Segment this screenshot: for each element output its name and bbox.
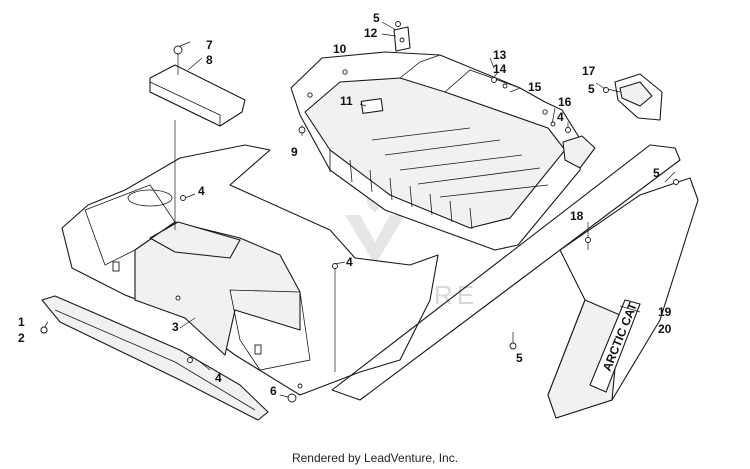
hardware xyxy=(40,21,679,403)
rear-panel-receptacle xyxy=(127,189,173,207)
rear-panel-screw xyxy=(175,295,181,301)
bumper-ridge xyxy=(54,309,256,411)
side-panel[interactable]: ARCTIC CAT xyxy=(547,177,699,419)
clip-14 xyxy=(502,83,508,89)
nut-5 xyxy=(673,179,679,185)
cargo-box-rib-5 xyxy=(439,184,549,198)
callout-4[interactable]: 4 xyxy=(198,184,205,198)
nut-5 xyxy=(509,342,517,350)
rear-body-panel[interactable] xyxy=(61,144,439,396)
rear-panel-screw xyxy=(297,383,303,389)
lid-edge xyxy=(149,81,221,127)
callout-7[interactable]: 7 xyxy=(206,38,213,52)
cargo-side-strip-body xyxy=(331,144,681,401)
cargo-box-corner-bracket xyxy=(562,135,596,169)
callout-17[interactable]: 17 xyxy=(582,64,596,78)
clip-13 xyxy=(491,77,497,83)
clip-18 xyxy=(585,237,591,243)
cargo-box-bolt-hole xyxy=(307,92,313,98)
callout-13[interactable]: 13 xyxy=(493,48,507,62)
cargo-box-front-wall xyxy=(399,54,521,93)
cargo-side-strip[interactable] xyxy=(331,144,681,401)
callout-9[interactable]: 9 xyxy=(291,145,298,159)
callout-19[interactable]: 19 xyxy=(658,305,672,319)
storage-lid[interactable] xyxy=(149,45,246,127)
callout-6[interactable]: 6 xyxy=(270,384,277,398)
bumper-body xyxy=(41,295,269,421)
callout-5[interactable]: 5 xyxy=(516,351,523,365)
cargo-box-label-decal xyxy=(360,98,384,114)
callout-2[interactable]: 2 xyxy=(18,331,25,345)
cargo-box-rib-1 xyxy=(371,127,471,141)
tail-light-lens xyxy=(619,81,653,107)
screw-4 xyxy=(180,195,186,201)
callout-12[interactable]: 12 xyxy=(364,26,378,40)
callout-4[interactable]: 4 xyxy=(557,110,564,124)
washer-6 xyxy=(287,393,297,403)
screw-4 xyxy=(332,263,338,269)
callout-4[interactable]: 4 xyxy=(346,255,353,269)
rear-panel-right-box xyxy=(229,289,311,371)
cargo-box-bracket[interactable] xyxy=(393,26,411,52)
rear-panel-latch xyxy=(254,344,262,355)
cargo-box-side-ribs xyxy=(329,150,473,230)
callout-14[interactable]: 14 xyxy=(493,62,507,76)
callout-5[interactable]: 5 xyxy=(653,166,660,180)
nut-5 xyxy=(395,21,401,27)
nut-9 xyxy=(298,126,306,134)
lid-fastener xyxy=(173,45,183,55)
callout-8[interactable]: 8 xyxy=(206,53,213,67)
cargo-box-rib-2 xyxy=(384,139,501,156)
callout-11[interactable]: 11 xyxy=(340,94,353,108)
rear-panel-left-box xyxy=(84,184,176,266)
cargo-box-bolt-hole xyxy=(542,109,548,115)
decal-strip xyxy=(589,299,641,393)
callout-5[interactable]: 5 xyxy=(588,82,595,96)
bracket-hole xyxy=(399,37,405,43)
screw-4 xyxy=(565,127,571,133)
callout-10[interactable]: 10 xyxy=(333,42,347,56)
fastener-2 xyxy=(40,326,48,334)
callout-18[interactable]: 18 xyxy=(570,209,584,223)
rear-panel-tray xyxy=(149,221,241,259)
callout-20[interactable]: 20 xyxy=(658,322,672,336)
cargo-box-rib-3 xyxy=(399,154,523,171)
render-credit: Rendered by LeadVenture, Inc. xyxy=(292,451,458,465)
callouts: 1 2 3 4 4 4 4 5 5 5 5 6 7 8 9 10 11 12 1… xyxy=(18,11,672,398)
tail-light[interactable] xyxy=(614,73,663,121)
rear-panel-latch xyxy=(112,261,120,272)
callout-4[interactable]: 4 xyxy=(215,371,222,385)
screw-4 xyxy=(187,357,193,363)
cargo-box-rib-4 xyxy=(417,167,541,185)
cargo-box-bolt-hole xyxy=(342,69,348,75)
watermark-logo xyxy=(345,215,405,265)
callout-16[interactable]: 16 xyxy=(558,95,572,109)
rear-panel-center-box xyxy=(134,221,301,356)
callout-1[interactable]: 1 xyxy=(18,315,25,329)
cargo-box[interactable] xyxy=(290,51,596,251)
callout-3[interactable]: 3 xyxy=(172,320,179,334)
lid-panel xyxy=(149,64,246,127)
callout-5[interactable]: 5 xyxy=(373,11,380,25)
nut-5 xyxy=(603,87,609,93)
callout-15[interactable]: 15 xyxy=(528,80,542,94)
clip-16 xyxy=(550,121,556,127)
